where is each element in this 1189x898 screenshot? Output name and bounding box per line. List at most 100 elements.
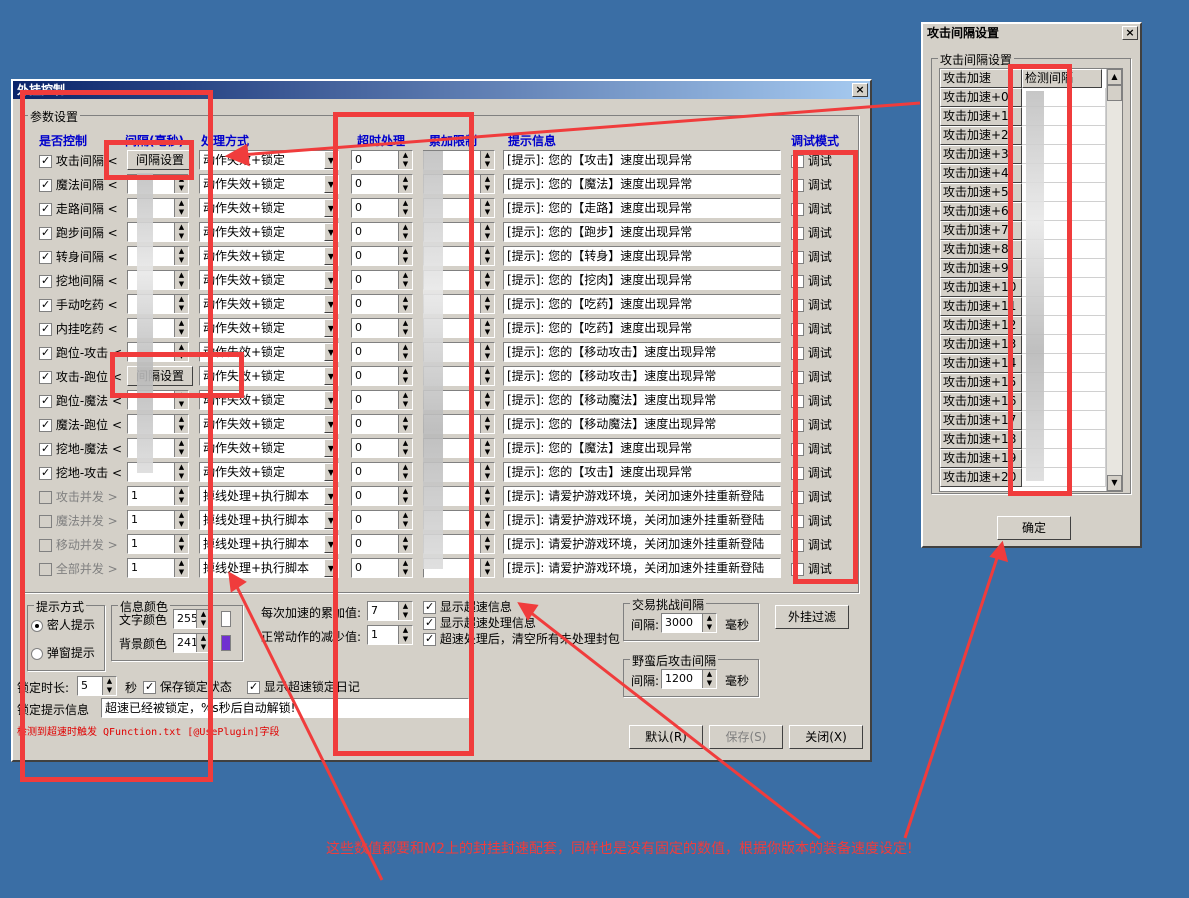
popup-value-cell[interactable] [1022, 430, 1106, 449]
save-button[interactable]: 保存(S) [709, 725, 783, 749]
clear-after-checkbox[interactable]: 超速处理后，清空所有未处理封包 [423, 630, 620, 647]
rule-checkbox[interactable]: 攻击间隔 < [39, 152, 118, 169]
spin-arrows-icon[interactable]: ▲▼ [480, 343, 494, 361]
spin-arrows-icon[interactable]: ▲▼ [480, 511, 494, 529]
popup-value-cell[interactable] [1022, 88, 1106, 107]
rule-checkbox[interactable]: 跑位-攻击 < [39, 344, 122, 361]
spin-arrows-icon[interactable]: ▲▼ [174, 271, 188, 289]
rule-checkbox[interactable]: 移动并发 > [39, 536, 118, 553]
spin-arrows-icon[interactable]: ▲▼ [174, 559, 188, 577]
spin-arrows-icon[interactable]: ▲▼ [480, 199, 494, 217]
popup-list-row[interactable]: 攻击加速+18 [940, 430, 1022, 449]
popup-value-cell[interactable] [1022, 316, 1106, 335]
wild-interval-spinner[interactable]: 1200▲▼ [661, 669, 717, 689]
tip-input[interactable]: [提示]: 您的【魔法】速度出现异常 [503, 174, 781, 194]
popup-value-cell[interactable] [1022, 335, 1106, 354]
popup-list-row[interactable]: 攻击加速+4 [940, 164, 1022, 183]
handle-select[interactable]: 动作失效+锁定▼ [199, 438, 339, 458]
lock-time-spinner[interactable]: 5▲▼ [77, 676, 117, 696]
popup-ok-button[interactable]: 确定 [997, 516, 1071, 540]
spin-arrows-icon[interactable]: ▲▼ [174, 487, 188, 505]
handle-select[interactable]: 掉线处理+执行脚本▼ [199, 510, 339, 530]
spin-arrows-icon[interactable]: ▲▼ [398, 439, 412, 457]
tip-input[interactable]: [提示]: 您的【挖肉】速度出现异常 [503, 270, 781, 290]
timeout-spinner[interactable]: 0▲▼ [351, 198, 413, 218]
spin-arrows-icon[interactable]: ▲▼ [174, 415, 188, 433]
spin-arrows-icon[interactable]: ▲▼ [480, 415, 494, 433]
spin-arrows-icon[interactable]: ▲▼ [480, 487, 494, 505]
timeout-spinner[interactable]: 0▲▼ [351, 318, 413, 338]
popup-value-cell[interactable] [1022, 392, 1106, 411]
handle-select[interactable]: 动作失效+锁定▼ [199, 246, 339, 266]
scroll-down-icon[interactable]: ▼ [1107, 475, 1122, 491]
spin-arrows-icon[interactable]: ▲▼ [196, 610, 210, 628]
spin-arrows-icon[interactable]: ▲▼ [398, 511, 412, 529]
text-color-swatch[interactable] [221, 611, 231, 627]
timeout-spinner[interactable]: 0▲▼ [351, 486, 413, 506]
popup-list-row[interactable]: 攻击加速+8 [940, 240, 1022, 259]
rule-checkbox[interactable]: 内挂吃药 < [39, 320, 118, 337]
popup-list-row[interactable]: 攻击加速+9 [940, 259, 1022, 278]
spin-arrows-icon[interactable]: ▲▼ [480, 247, 494, 265]
rule-checkbox[interactable]: 魔法间隔 < [39, 176, 118, 193]
show-speed-handle-checkbox[interactable]: 显示超速处理信息 [423, 614, 536, 631]
spin-arrows-icon[interactable]: ▲▼ [480, 271, 494, 289]
popup-value-cell[interactable] [1022, 411, 1106, 430]
filter-button[interactable]: 外挂过滤 [775, 605, 849, 629]
popup-list-row[interactable]: 攻击加速+10 [940, 278, 1022, 297]
spin-arrows-icon[interactable]: ▲▼ [398, 319, 412, 337]
timeout-spinner[interactable]: 0▲▼ [351, 510, 413, 530]
popup-value-cell[interactable] [1022, 354, 1106, 373]
handle-select[interactable]: 动作失效+锁定▼ [199, 294, 339, 314]
interval-spinner[interactable]: 1▲▼ [127, 558, 189, 578]
handle-select[interactable]: 动作失效+锁定▼ [199, 462, 339, 482]
tip-input[interactable]: [提示]: 请爱护游戏环境，关闭加速外挂重新登陆 [503, 558, 781, 578]
spin-arrows-icon[interactable]: ▲▼ [480, 295, 494, 313]
spin-arrows-icon[interactable]: ▲▼ [480, 535, 494, 553]
spin-arrows-icon[interactable]: ▲▼ [398, 271, 412, 289]
rule-checkbox[interactable]: 全部并发 > [39, 560, 118, 577]
spin-arrows-icon[interactable]: ▲▼ [102, 677, 116, 695]
spin-arrows-icon[interactable]: ▲▼ [398, 199, 412, 217]
tip-input[interactable]: [提示]: 请爱护游戏环境，关闭加速外挂重新登陆 [503, 510, 781, 530]
timeout-spinner[interactable]: 0▲▼ [351, 174, 413, 194]
spin-arrows-icon[interactable]: ▲▼ [398, 463, 412, 481]
timeout-spinner[interactable]: 0▲▼ [351, 438, 413, 458]
popup-value-cell[interactable] [1022, 221, 1106, 240]
spin-arrows-icon[interactable]: ▲▼ [174, 295, 188, 313]
bg-color-spinner[interactable]: 241▲▼ [173, 633, 211, 653]
popup-list-row[interactable]: 攻击加速+13 [940, 335, 1022, 354]
handle-select[interactable]: 掉线处理+执行脚本▼ [199, 534, 339, 554]
popup-list-row[interactable]: 攻击加速+11 [940, 297, 1022, 316]
spin-arrows-icon[interactable]: ▲▼ [398, 367, 412, 385]
tip-input[interactable]: [提示]: 请爱护游戏环境，关闭加速外挂重新登陆 [503, 486, 781, 506]
timeout-spinner[interactable]: 0▲▼ [351, 414, 413, 434]
rule-checkbox[interactable]: 转身间隔 < [39, 248, 118, 265]
scroll-thumb[interactable] [1107, 85, 1122, 101]
tip-input[interactable]: [提示]: 您的【移动攻击】速度出现异常 [503, 366, 781, 386]
spin-arrows-icon[interactable]: ▲▼ [480, 391, 494, 409]
timeout-spinner[interactable]: 0▲▼ [351, 558, 413, 578]
spin-arrows-icon[interactable]: ▲▼ [174, 511, 188, 529]
spin-arrows-icon[interactable]: ▲▼ [480, 223, 494, 241]
spin-arrows-icon[interactable]: ▲▼ [174, 199, 188, 217]
popup-list-row[interactable]: 攻击加速+0 [940, 88, 1022, 107]
tip-input[interactable]: [提示]: 您的【走路】速度出现异常 [503, 198, 781, 218]
timeout-spinner[interactable]: 0▲▼ [351, 294, 413, 314]
spin-arrows-icon[interactable]: ▲▼ [480, 175, 494, 193]
popup-value-cell[interactable] [1022, 145, 1106, 164]
rule-checkbox[interactable]: 挖地-攻击 < [39, 464, 122, 481]
popup-list-row[interactable]: 攻击加速+12 [940, 316, 1022, 335]
popup-list-row[interactable]: 攻击加速+1 [940, 107, 1022, 126]
show-speed-info-checkbox[interactable]: 显示超速信息 [423, 598, 512, 615]
spin-arrows-icon[interactable]: ▲▼ [196, 634, 210, 652]
popup-list-row[interactable]: 攻击加速+17 [940, 411, 1022, 430]
spin-arrows-icon[interactable]: ▲▼ [398, 535, 412, 553]
spin-arrows-icon[interactable]: ▲▼ [398, 247, 412, 265]
popup-scrollbar[interactable]: ▲ ▼ [1106, 69, 1122, 491]
spin-arrows-icon[interactable]: ▲▼ [480, 439, 494, 457]
spin-arrows-icon[interactable]: ▲▼ [398, 415, 412, 433]
timeout-spinner[interactable]: 0▲▼ [351, 534, 413, 554]
popup-value-cell[interactable] [1022, 126, 1106, 145]
